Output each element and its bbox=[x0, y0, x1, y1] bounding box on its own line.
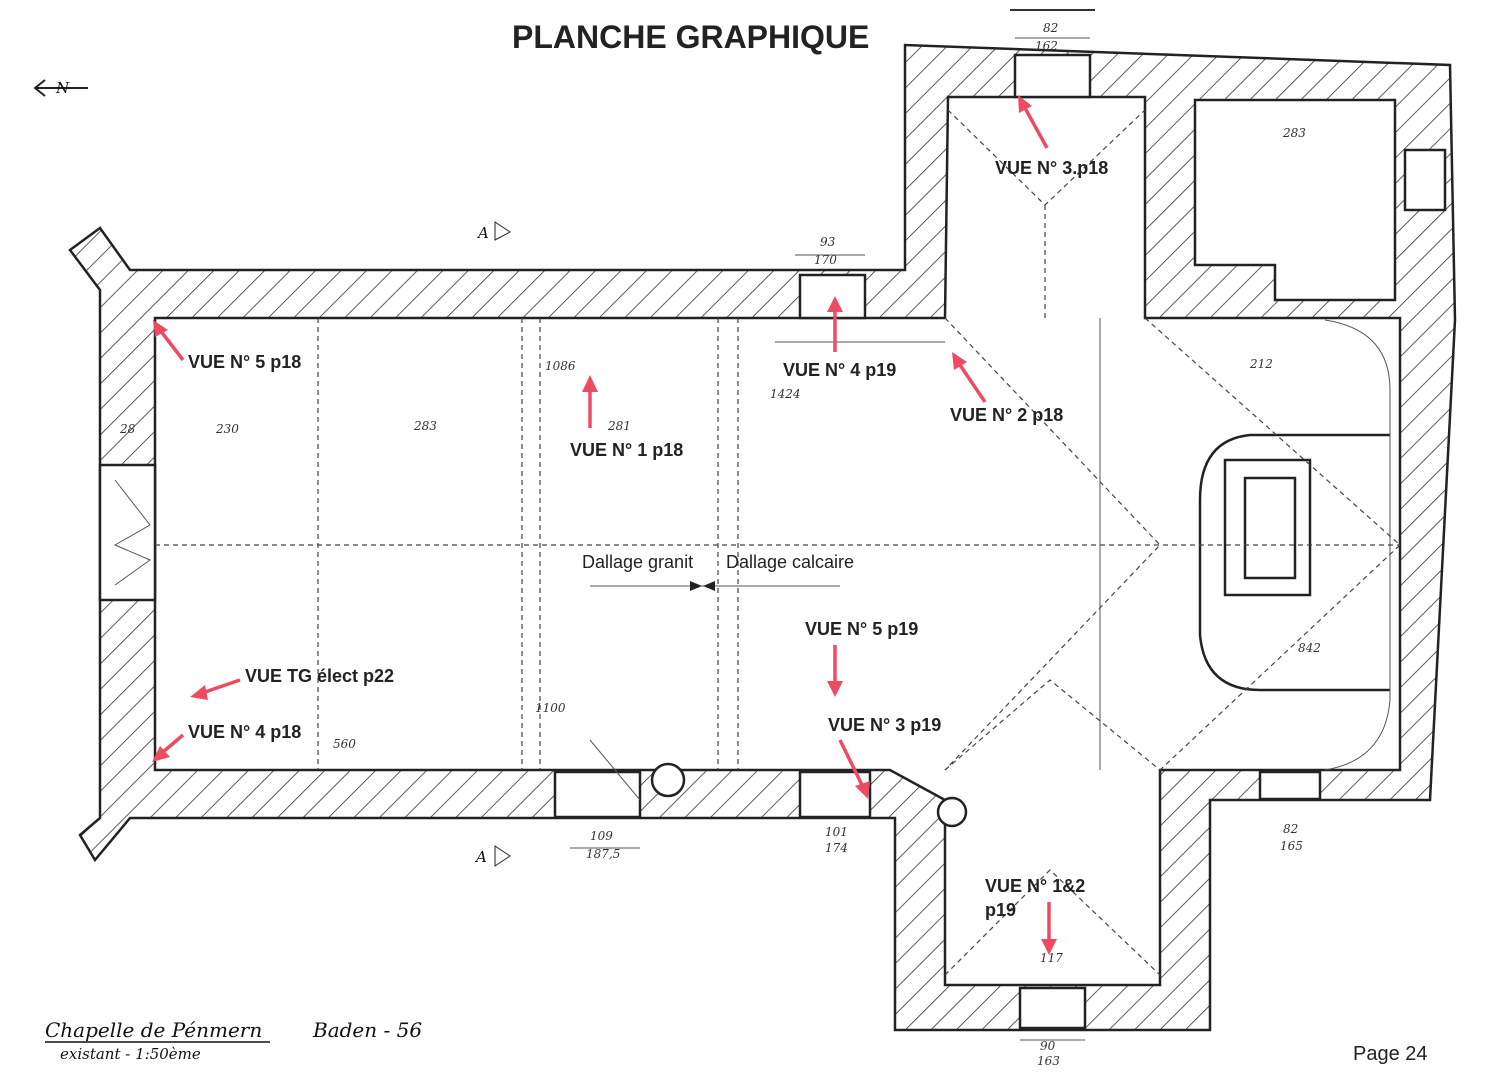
sacristy-room bbox=[1193, 98, 1397, 302]
dimension: 187,5 bbox=[586, 847, 620, 861]
vault-line-south-bottom bbox=[944, 869, 1161, 976]
dimension: 1100 bbox=[535, 701, 566, 715]
view-label-4-p18: VUE N° 4 p18 bbox=[188, 722, 301, 742]
page-number: Page 24 bbox=[1353, 1043, 1428, 1065]
window-east-south bbox=[1258, 770, 1322, 801]
floor-label-granite: Dallage granit bbox=[582, 552, 693, 572]
view-label-4-p19: VUE N° 4 p19 bbox=[783, 360, 896, 380]
section-mark-bottom: A bbox=[474, 848, 487, 866]
south-door-leaf bbox=[589, 739, 641, 801]
interior-nave-choir bbox=[153, 95, 1402, 987]
dimension: 842 bbox=[1298, 641, 1321, 655]
section-mark-top: A bbox=[476, 224, 489, 242]
view-label-tg-elect: VUE TG élect p22 bbox=[245, 666, 394, 686]
view-label-2-p18: VUE N° 2 p18 bbox=[950, 405, 1063, 425]
dimension: 93 bbox=[820, 235, 836, 249]
dimension: 283 bbox=[1282, 126, 1306, 140]
caption-place: Baden - 56 bbox=[312, 1018, 422, 1042]
pillar-transept bbox=[936, 796, 968, 828]
pillar-south bbox=[650, 762, 686, 798]
dimension: 230 bbox=[215, 422, 239, 436]
dimension: 165 bbox=[1280, 839, 1303, 853]
dimension: 283 bbox=[413, 419, 437, 433]
dimension: 82 bbox=[1043, 21, 1058, 35]
dimension: 90 bbox=[1040, 1039, 1056, 1053]
view-label-5-p19: VUE N° 5 p19 bbox=[805, 619, 918, 639]
section-flag-top-icon bbox=[494, 221, 511, 241]
dimension: 212 bbox=[1249, 357, 1273, 371]
view-label-3-p18: VUE N° 3.p18 bbox=[995, 158, 1108, 178]
arrow-left-icon bbox=[703, 581, 715, 591]
south-door bbox=[553, 770, 642, 819]
window-north bbox=[1013, 53, 1092, 99]
view-label-1-p18: VUE N° 1 p18 bbox=[570, 440, 683, 460]
view-arrow-icon bbox=[152, 95, 1057, 955]
west-door bbox=[98, 463, 157, 602]
north-label: N bbox=[55, 79, 70, 97]
page-title: PLANCHE GRAPHIQUE bbox=[512, 19, 869, 55]
dimension: 162 bbox=[1035, 39, 1058, 53]
door-leaf bbox=[113, 479, 152, 586]
dimension: 174 bbox=[825, 841, 848, 855]
dimension: 82 bbox=[1283, 822, 1298, 836]
caption-name: Chapelle de Pénmern bbox=[45, 1018, 262, 1042]
vault-line-crossing-east bbox=[1144, 317, 1401, 771]
window-sacristy bbox=[1403, 148, 1447, 212]
arrow-right-icon bbox=[690, 581, 702, 591]
floor-label-limestone: Dallage calcaire bbox=[726, 552, 854, 572]
vault-line-south bbox=[944, 679, 1161, 771]
view-label-1-2-p19-page: p19 bbox=[985, 900, 1016, 920]
dimension: 117 bbox=[1040, 951, 1063, 965]
section-flag-bottom-icon bbox=[494, 845, 511, 867]
caption-state: existant - 1:50ème bbox=[60, 1045, 201, 1063]
dimension: 109 bbox=[590, 829, 613, 843]
view-label-5-p18: VUE N° 5 p18 bbox=[188, 352, 301, 372]
dimension: 560 bbox=[333, 737, 356, 751]
dimension: 101 bbox=[825, 825, 848, 839]
window-south bbox=[1018, 986, 1087, 1030]
dimension: 163 bbox=[1037, 1054, 1060, 1068]
north-arrow-icon bbox=[33, 79, 88, 97]
dimension: 1424 bbox=[770, 387, 801, 401]
dimension: 28 bbox=[119, 422, 136, 436]
view-label-3-p19: VUE N° 3 p19 bbox=[828, 715, 941, 735]
view-label-1-2-p19: VUE N° 1&2 bbox=[985, 876, 1085, 896]
dimension: 170 bbox=[814, 253, 837, 267]
dimension: 281 bbox=[607, 419, 631, 433]
altar-table bbox=[1243, 476, 1297, 580]
dimension: 1086 bbox=[545, 359, 576, 373]
